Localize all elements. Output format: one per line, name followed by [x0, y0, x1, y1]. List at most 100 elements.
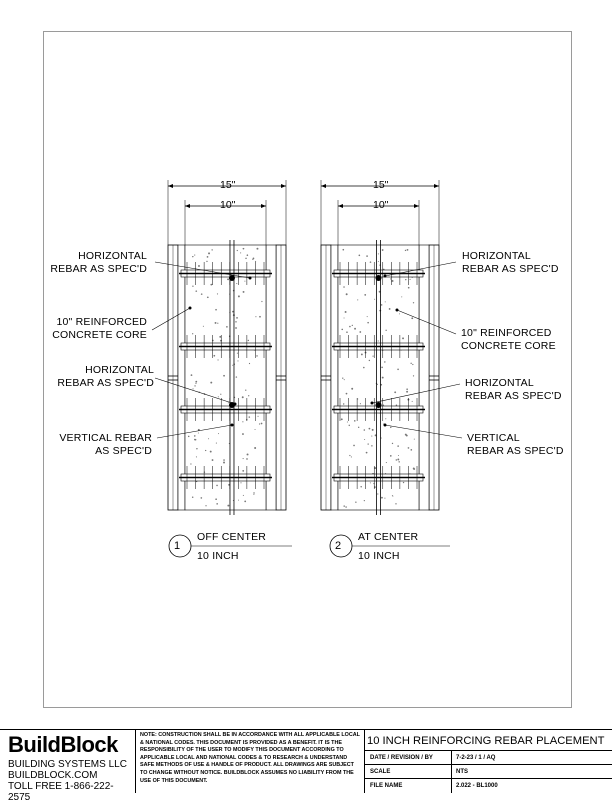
aggregate-speck: [363, 500, 365, 502]
aggregate-speck: [254, 429, 256, 431]
aggregate-speck: [217, 322, 219, 324]
aggregate-speck: [377, 493, 379, 495]
left-inner-foam: [330, 244, 339, 511]
aggregate-speck: [197, 428, 200, 431]
aggregate-speck: [364, 438, 366, 440]
aggregate-speck: [360, 486, 362, 488]
aggregate-speck: [374, 434, 377, 437]
aggregate-speck: [242, 433, 244, 435]
aggregate-speck: [369, 261, 372, 263]
info-key: SCALE: [370, 769, 391, 775]
aggregate-speck: [395, 459, 398, 461]
aggregate-speck: [357, 299, 359, 301]
aggregate-speck: [218, 433, 220, 435]
horizontal-rebar-section: [375, 275, 382, 281]
aggregate-speck: [242, 494, 244, 496]
aggregate-speck: [355, 501, 357, 503]
company-website: BUILDBLOCK.COM: [8, 770, 98, 781]
aggregate-speck: [219, 335, 222, 338]
aggregate-speck: [246, 254, 249, 256]
aggregate-speck: [210, 381, 213, 384]
aggregate-speck: [343, 505, 345, 507]
aggregate-speck: [412, 302, 415, 304]
aggregate-speck: [256, 247, 259, 250]
aggregate-speck: [349, 325, 351, 328]
aggregate-speck: [246, 458, 248, 460]
aggregate-speck: [216, 484, 218, 487]
aggregate-speck: [388, 308, 391, 310]
aggregate-speck: [367, 443, 369, 445]
aggregate-speck: [345, 392, 348, 395]
aggregate-speck: [346, 331, 348, 333]
aggregate-speck: [402, 481, 405, 484]
aggregate-speck: [200, 497, 203, 499]
right-inner-foam: [418, 244, 430, 511]
detail-2-horizontal-rebar-label: HORIZONTAL REBAR AS SPEC'D: [462, 250, 559, 275]
aggregate-speck: [340, 418, 343, 421]
leader-dot: [383, 423, 387, 427]
aggregate-speck: [365, 451, 368, 454]
wall-section-drawing: [151, 180, 463, 558]
detail-1-horizontal-rebar-label-2: HORIZONTAL REBAR AS SPEC'D: [57, 364, 154, 389]
aggregate-speck: [192, 285, 194, 287]
detail-1-horizontal-rebar-label: HORIZONTAL REBAR AS SPEC'D: [50, 250, 147, 275]
aggregate-speck: [395, 404, 398, 406]
callout-leader: [371, 383, 461, 404]
aggregate-speck: [343, 317, 345, 319]
aggregate-speck: [205, 505, 207, 507]
aggregate-speck: [223, 461, 226, 464]
aggregate-speck: [374, 298, 376, 300]
drawing-info: 10 INCH REINFORCING REBAR PLACEMENT DATE…: [364, 730, 612, 793]
aggregate-speck: [384, 301, 386, 303]
aggregate-speck: [237, 360, 239, 362]
aggregate-speck: [376, 383, 378, 385]
aggregate-speck: [368, 359, 371, 362]
aggregate-speck: [364, 293, 367, 296]
aggregate-speck: [397, 445, 399, 447]
aggregate-speck: [195, 290, 198, 292]
aggregate-speck: [254, 260, 257, 263]
brand-logo: BuildBlock: [8, 732, 118, 757]
aggregate-speck: [198, 265, 200, 267]
aggregate-speck: [193, 435, 196, 437]
aggregate-speck: [371, 435, 373, 437]
aggregate-speck: [342, 248, 345, 251]
aggregate-speck: [194, 385, 196, 387]
aggregate-speck: [204, 449, 207, 452]
aggregate-speck: [391, 442, 394, 445]
detail-1-name: OFF CENTER: [197, 531, 267, 543]
aggregate-speck: [244, 280, 246, 282]
aggregate-speck: [360, 353, 363, 356]
aggregate-speck: [210, 283, 213, 286]
aggregate-speck: [343, 403, 345, 405]
aggregate-speck: [391, 279, 394, 282]
detail-2-horizontal-rebar-label-2: HORIZONTAL REBAR AS SPEC'D: [465, 377, 562, 402]
concrete-core: [337, 244, 420, 511]
aggregate-speck: [410, 448, 413, 451]
aggregate-speck: [223, 374, 225, 377]
aggregate-speck: [217, 396, 219, 398]
aggregate-speck: [248, 416, 251, 418]
callout-leader: [154, 377, 236, 405]
aggregate-speck: [246, 453, 249, 456]
aggregate-speck: [353, 420, 356, 422]
dimension-arrow: [185, 204, 190, 208]
aggregate-speck: [216, 293, 219, 295]
aggregate-speck: [253, 492, 255, 494]
aggregate-speck: [192, 388, 194, 390]
aggregate-speck: [410, 362, 412, 364]
callout-leader: [151, 307, 191, 331]
aggregate-speck: [354, 327, 356, 330]
aggregate-speck: [372, 355, 374, 357]
aggregate-speck: [381, 496, 383, 499]
aggregate-speck: [220, 393, 222, 395]
detail-1-concrete-core-label: 10" REINFORCED CONCRETE CORE: [52, 316, 147, 341]
aggregate-speck: [398, 461, 400, 463]
aggregate-speck: [258, 423, 261, 425]
aggregate-speck: [255, 316, 257, 318]
aggregate-speck: [227, 504, 230, 507]
company-phone: TOLL FREE 1-866-222-2575: [8, 781, 114, 803]
aggregate-speck: [349, 454, 351, 457]
aggregate-speck: [200, 293, 203, 295]
aggregate-speck: [367, 321, 369, 324]
